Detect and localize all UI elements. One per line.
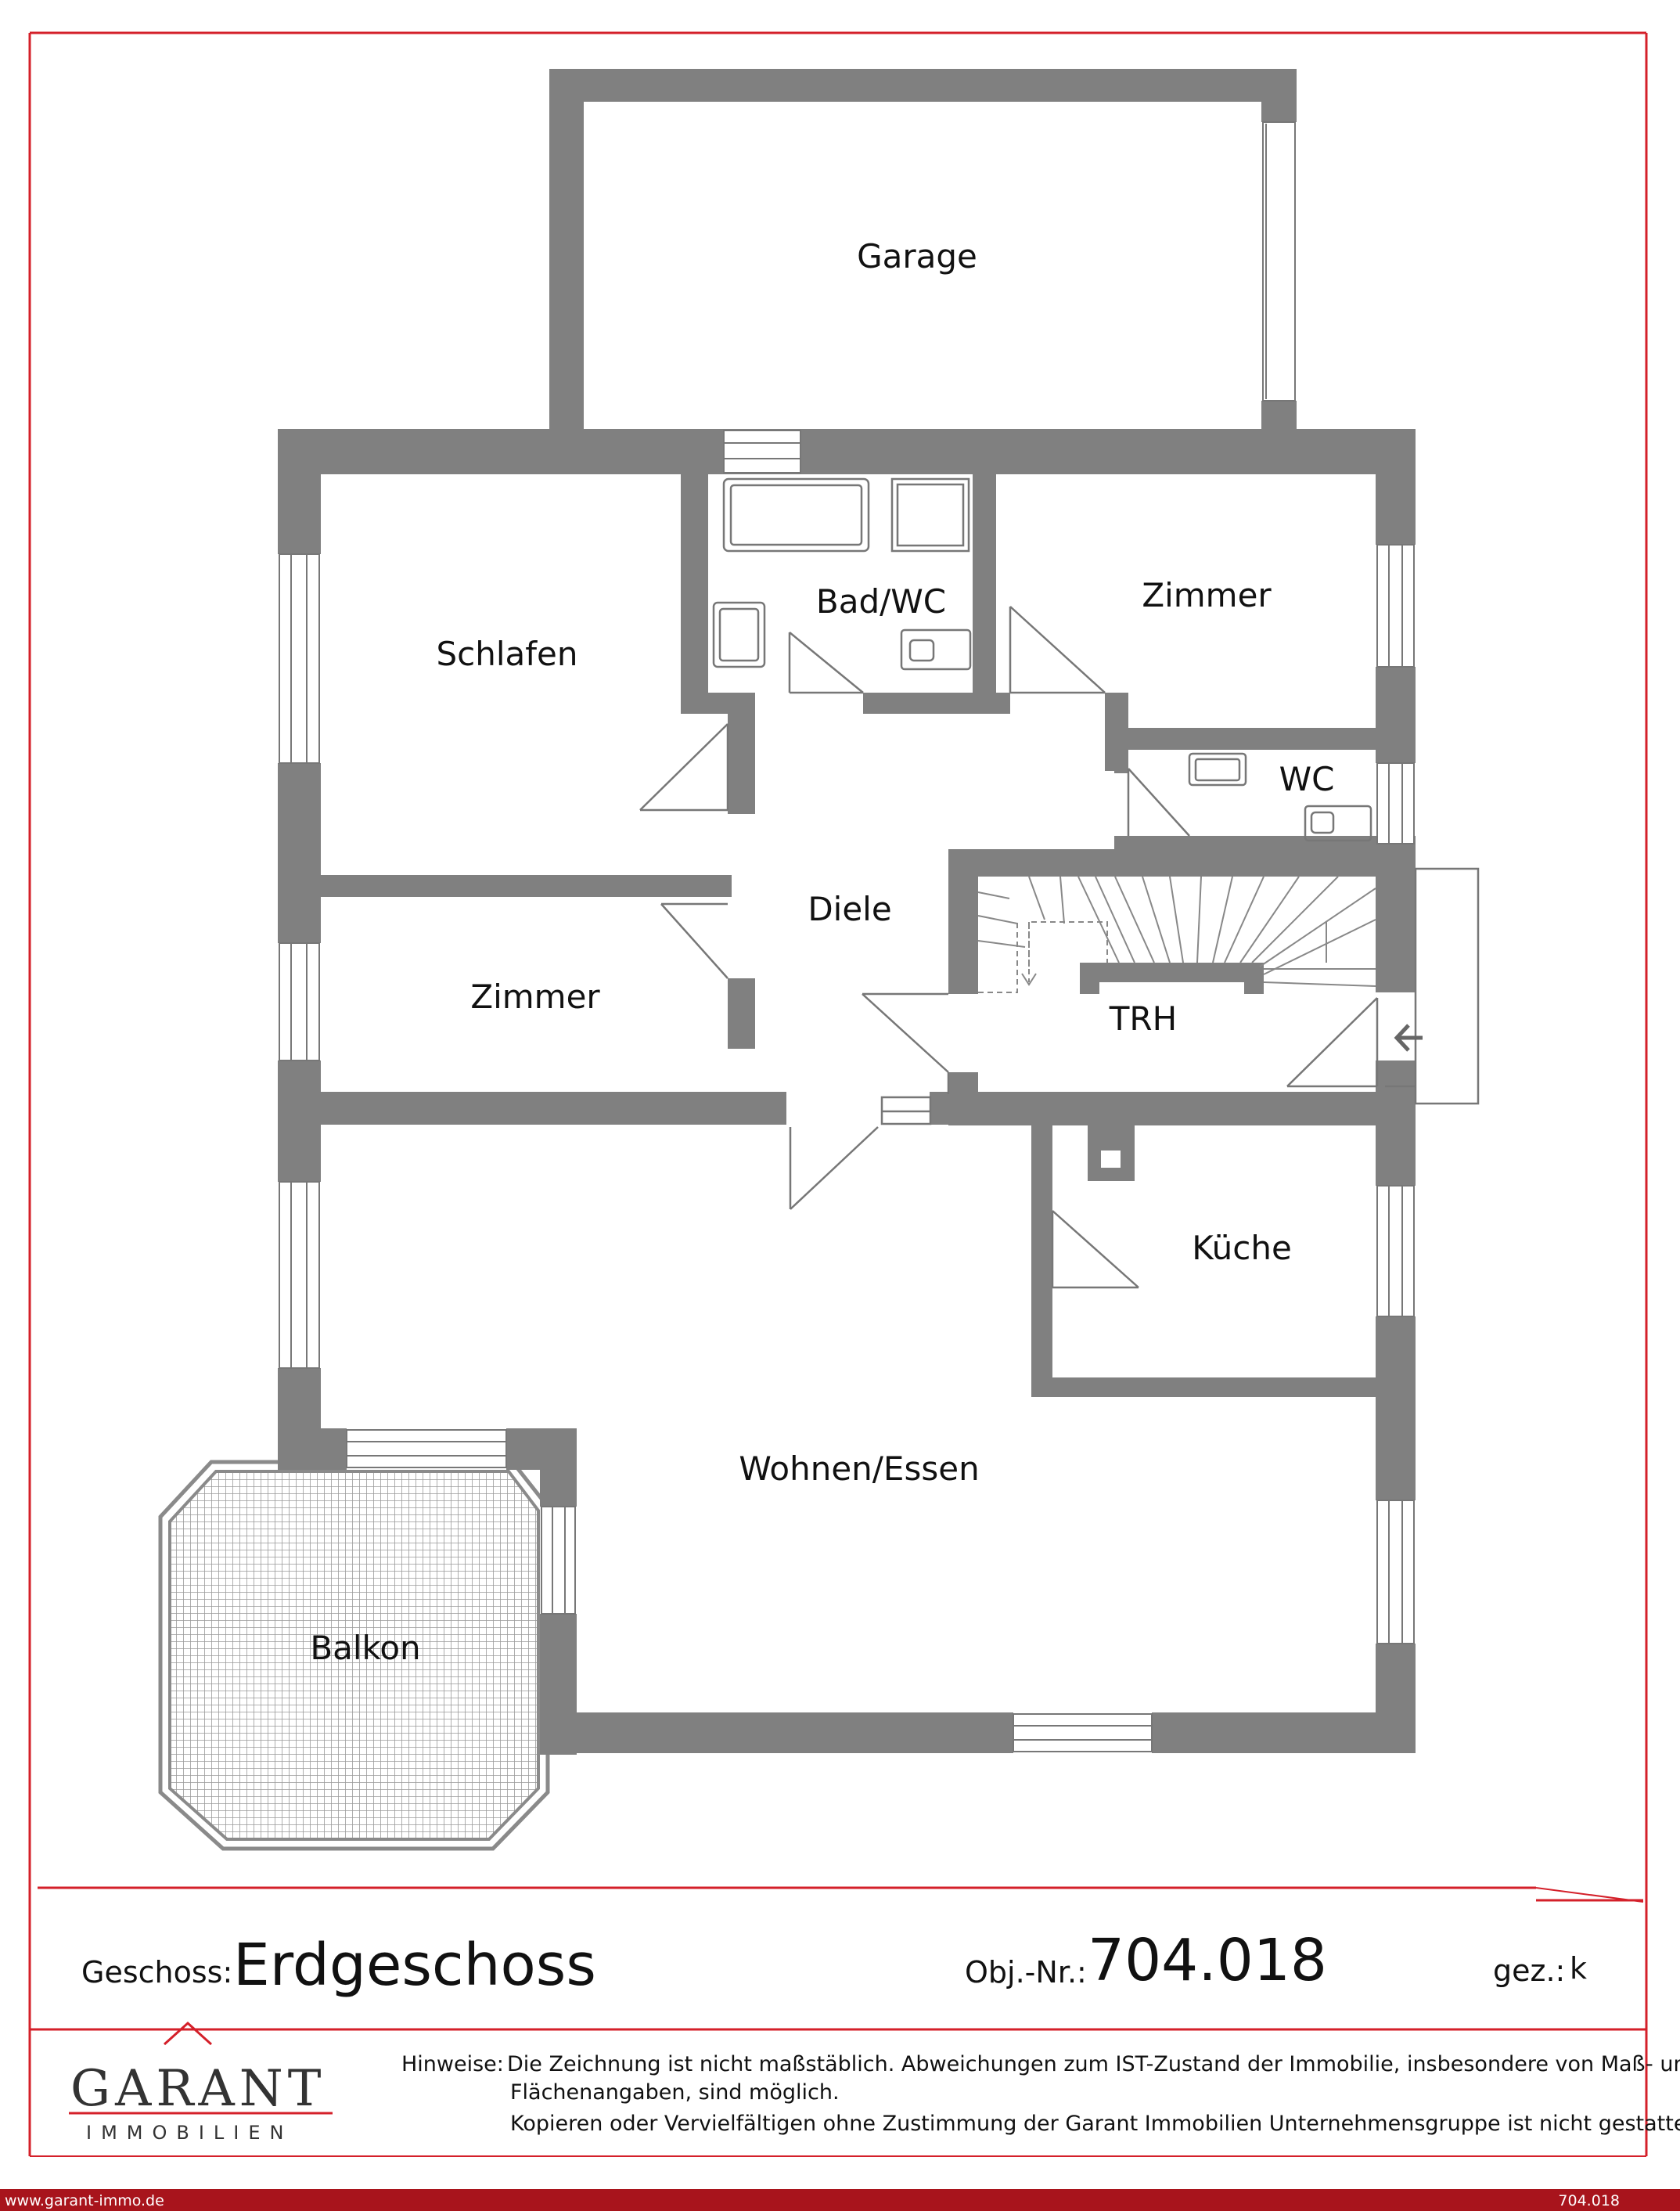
footer-bar — [0, 2189, 1680, 2211]
footer-url[interactable]: www.garant-immo.de — [5, 2192, 164, 2209]
room-label-bad-wc: Bad/WC — [816, 582, 946, 621]
geschoss-value: Erdgeschoss — [233, 1932, 596, 1999]
entrance-arrow-icon — [1394, 1024, 1423, 1052]
notes-line-2: Flächenangaben, sind möglich. — [510, 2080, 840, 2105]
obj-nr-value: 704.018 — [1088, 1927, 1327, 1994]
room-label-wohnen-essen: Wohnen/Essen — [739, 1449, 979, 1488]
interior-walls — [278, 474, 1416, 1397]
staircase — [977, 876, 1376, 993]
entrance — [1385, 867, 1480, 1105]
balcony — [158, 1460, 550, 1851]
geschoss-label: Geschoss: — [81, 1955, 232, 1990]
obj-nr-label: Obj.-Nr.: — [965, 1955, 1087, 1990]
room-label-zimmer-left: Zimmer — [470, 978, 600, 1016]
gez-label: gez.: — [1493, 1954, 1565, 1988]
room-label-diele: Diele — [808, 890, 891, 928]
bathroom-fixtures — [712, 477, 1372, 842]
notes-line-3: Kopieren oder Vervielfältigen ohne Zusti… — [510, 2112, 1680, 2136]
windows — [279, 121, 1415, 1752]
gez-value: k — [1570, 1951, 1587, 1986]
room-label-trh: TRH — [1109, 999, 1177, 1038]
room-label-balkon: Balkon — [310, 1629, 420, 1667]
notes-line-1: Die Zeichnung ist nicht maßstäblich. Abw… — [507, 2052, 1680, 2076]
logo-text-sub: IMMOBILIEN — [86, 2122, 293, 2144]
footer-code: 704.018 — [1558, 2192, 1620, 2209]
doors — [639, 606, 1379, 1289]
room-label-zimmer-right: Zimmer — [1142, 576, 1272, 614]
page-frame — [28, 31, 1648, 2157]
notes-label: Hinweise: — [401, 2052, 504, 2076]
room-label-schlafen: Schlafen — [436, 635, 577, 673]
logo-text-main: GARANT — [70, 2060, 326, 2118]
room-label-garage: Garage — [857, 237, 977, 275]
room-interiors — [321, 102, 1376, 1712]
garant-logo: GARANT IMMOBILIEN — [69, 2021, 333, 2144]
room-label-kueche: Küche — [1192, 1229, 1292, 1267]
room-label-wc: WC — [1279, 760, 1335, 798]
